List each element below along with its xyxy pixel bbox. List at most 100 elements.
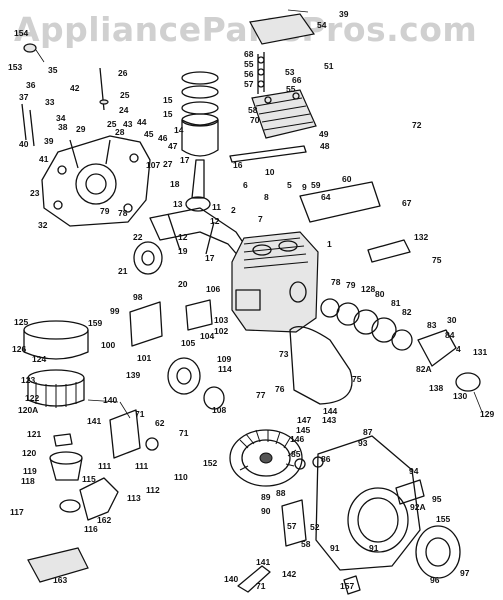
part-callout: 22 <box>133 232 143 242</box>
part-callout: 82 <box>402 307 412 317</box>
part-callout: 155 <box>436 514 450 524</box>
part-callout: 107 <box>146 160 160 170</box>
part-callout: 38 <box>58 122 68 132</box>
part-callout: 101 <box>137 353 151 363</box>
part-callout: 111 <box>135 461 149 471</box>
part-callout: 108 <box>212 405 226 415</box>
part-callout: 7 <box>258 214 263 224</box>
part-callout: 32 <box>38 220 48 230</box>
part-callout: 44 <box>137 117 147 127</box>
part-callout: 68 <box>244 49 254 59</box>
part-callout: 35 <box>48 65 58 75</box>
part-callout: 2 <box>231 205 236 215</box>
part-callout: 132 <box>414 232 428 242</box>
part-callout: 145 <box>296 425 310 435</box>
part-callout: 112 <box>146 485 160 495</box>
part-callout: 113 <box>127 493 141 503</box>
part-callout: 37 <box>19 92 29 102</box>
part-callout: 47 <box>168 141 178 151</box>
part-callout: 55 <box>244 59 254 69</box>
part-callout: 78 <box>118 208 128 218</box>
part-callout: 12 <box>210 216 220 226</box>
part-callout: 12 <box>178 232 188 242</box>
watermark-text: AppliancePartsPros.com <box>14 10 478 49</box>
part-callout: 58 <box>248 105 258 115</box>
part-callout: 72 <box>412 120 422 130</box>
part-callout: 84 <box>445 330 455 340</box>
part-callout: 6 <box>243 180 248 190</box>
part-callout: 11 <box>212 202 221 212</box>
part-callout: 46 <box>158 133 168 143</box>
part-callout: 114 <box>218 364 232 374</box>
part-callout: 146 <box>290 434 304 444</box>
part-callout: 75 <box>432 255 442 265</box>
part-callout: 4 <box>456 344 461 354</box>
part-callout: 140 <box>103 395 117 405</box>
part-callout: 49 <box>319 129 329 139</box>
part-callout: 103 <box>214 315 228 325</box>
part-callout: 55 <box>286 84 296 94</box>
part-callout: 73 <box>279 349 289 359</box>
part-callout: 91 <box>330 543 340 553</box>
part-callout: 125 <box>14 317 28 327</box>
part-callout: 118 <box>21 476 35 486</box>
part-callout: 76 <box>275 384 285 394</box>
part-callout: 71 <box>135 409 145 419</box>
part-callout: 163 <box>53 575 67 585</box>
part-callout: 70 <box>250 115 260 125</box>
part-callout: 143 <box>322 415 336 425</box>
part-callout: 59 <box>311 180 321 190</box>
part-callout: 110 <box>174 472 188 482</box>
part-callout: 52 <box>310 522 320 532</box>
part-callout: 34 <box>56 113 66 123</box>
part-callout: 40 <box>19 139 29 149</box>
part-callout: 141 <box>256 557 270 567</box>
part-callout: 71 <box>256 581 266 591</box>
part-callout: 82A <box>416 364 432 374</box>
part-callout: 159 <box>88 318 102 328</box>
part-callout: 20 <box>178 279 188 289</box>
part-callout: 9 <box>302 182 307 192</box>
part-callout: 57 <box>287 521 297 531</box>
part-callout: 98 <box>133 292 143 302</box>
part-callout: 144 <box>323 406 337 416</box>
part-callout: 129 <box>480 409 494 419</box>
part-callout: 54 <box>317 20 327 30</box>
part-callout: 123 <box>21 375 35 385</box>
part-callout: 18 <box>170 179 180 189</box>
part-callout: 16 <box>233 160 243 170</box>
part-callout: 124 <box>32 354 46 364</box>
part-callout: 24 <box>119 105 129 115</box>
part-callout: 91 <box>369 543 379 553</box>
part-callout: 105 <box>181 338 195 348</box>
part-callout: 51 <box>324 61 334 71</box>
part-callout: 100 <box>101 340 115 350</box>
part-callout: 75 <box>352 374 362 384</box>
part-callout: 120 <box>22 448 36 458</box>
part-callout: 25 <box>120 90 130 100</box>
part-callout: 13 <box>173 199 183 209</box>
part-callout: 117 <box>10 507 24 517</box>
part-callout: 43 <box>123 119 133 129</box>
part-callout: 41 <box>39 154 49 164</box>
part-callout: 45 <box>144 129 154 139</box>
part-callout: 27 <box>163 159 173 169</box>
part-callout: 87 <box>363 427 373 437</box>
part-callout: 77 <box>256 390 266 400</box>
part-callout: 39 <box>44 136 54 146</box>
part-callout: 62 <box>155 418 165 428</box>
part-callout: 42 <box>70 83 80 93</box>
part-callout: 28 <box>115 127 125 137</box>
part-callout: 90 <box>261 506 271 516</box>
part-callout: 26 <box>118 68 128 78</box>
part-callout: 17 <box>180 155 190 165</box>
part-callout: 94 <box>409 466 419 476</box>
part-callout: 1 <box>327 239 332 249</box>
part-callout: 56 <box>244 69 254 79</box>
part-callout: 33 <box>45 97 55 107</box>
part-callout: 15 <box>163 95 173 105</box>
part-callout: 86 <box>321 454 331 464</box>
part-callout: 19 <box>178 246 188 256</box>
